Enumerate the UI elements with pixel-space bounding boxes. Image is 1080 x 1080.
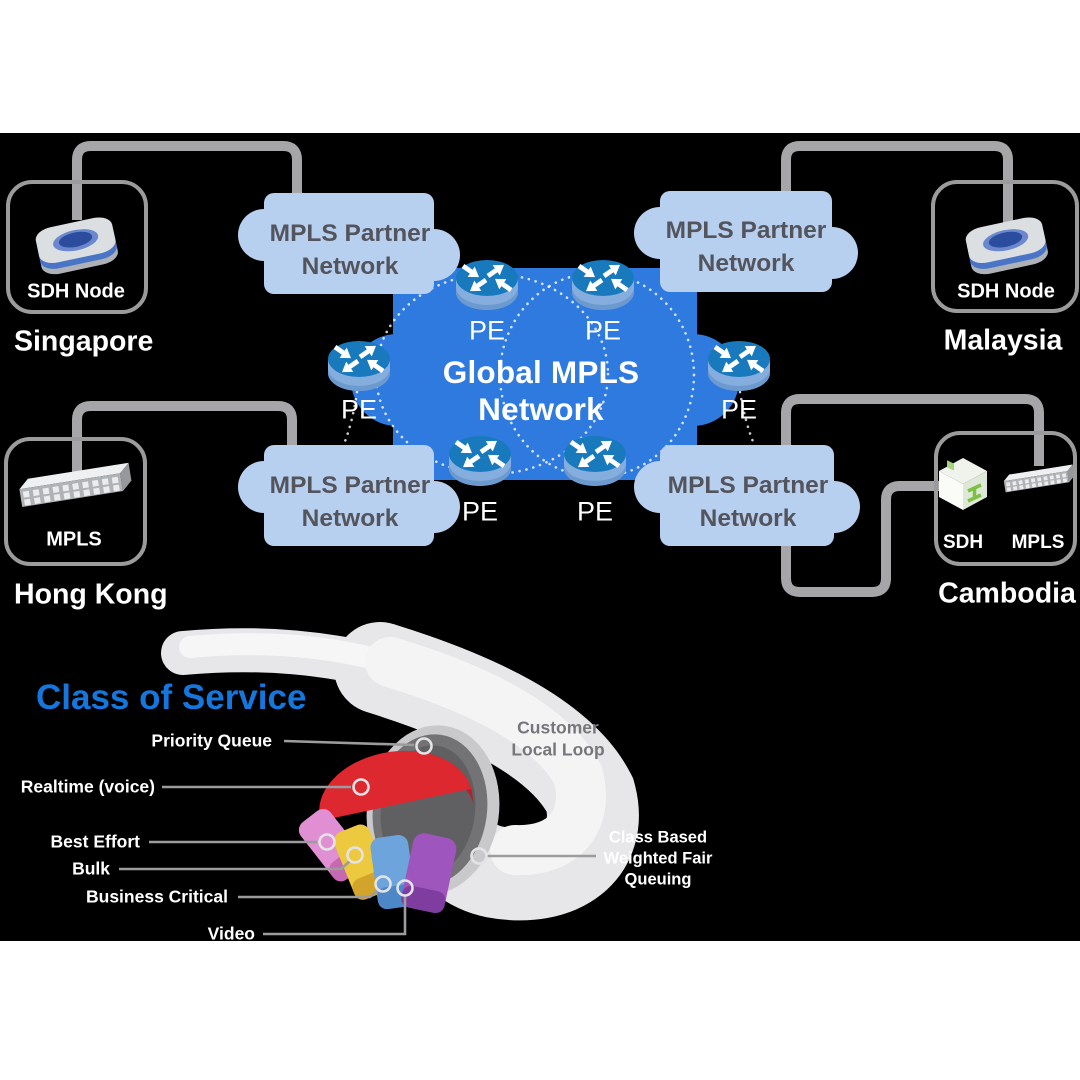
leader-lines xyxy=(119,739,596,936)
cable-cross-section xyxy=(298,725,500,914)
pe-label-bottom-left: PE xyxy=(461,496,499,527)
leader-dots xyxy=(318,737,488,897)
pe-router-icon-left xyxy=(328,341,390,391)
core-title: Global MPLS Network xyxy=(442,354,640,427)
partner-cloud-bottomright xyxy=(634,445,860,546)
partner-cloud-bottomleft xyxy=(238,445,460,546)
cos-label-priority-queue: Priority Queue xyxy=(151,730,272,751)
device-label-singapore: SDH Node xyxy=(27,280,125,303)
site-name-malaysia: Malaysia xyxy=(943,324,1063,357)
pe-label-bottom-right: PE xyxy=(576,496,614,527)
partner-label-bottomright: MPLS Partner Network xyxy=(667,472,829,532)
device-label-cambodia-sdh: SDH xyxy=(942,532,984,553)
site-box-hongkong xyxy=(4,437,147,566)
site-box-singapore xyxy=(6,180,148,314)
partner-label-bottomleft: MPLS Partner Network xyxy=(269,472,431,532)
partner-cloud-topright xyxy=(634,191,858,292)
cos-label-video: Video xyxy=(207,923,255,944)
device-label-cambodia-mpls: MPLS xyxy=(1011,532,1065,553)
connector-cambodia-sdh xyxy=(781,481,942,597)
site-box-cambodia xyxy=(934,431,1077,566)
partner-label-topleft: MPLS Partner Network xyxy=(269,220,431,280)
device-label-malaysia: SDH Node xyxy=(957,280,1055,303)
site-name-hongkong: Hong Kong xyxy=(14,578,168,611)
cos-label-best-effort: Best Effort xyxy=(50,831,140,852)
connector-singapore xyxy=(72,141,302,220)
cos-label-bulk: Bulk xyxy=(72,858,110,879)
pe-router-icon-bottom-left xyxy=(449,436,511,486)
site-name-cambodia: Cambodia xyxy=(938,577,1076,610)
realtime-segment xyxy=(319,750,474,837)
pe-label-left: PE xyxy=(340,394,378,425)
connector-malaysia xyxy=(781,141,1013,230)
pe-label-top-left: PE xyxy=(468,315,506,346)
partner-cloud-topleft xyxy=(238,193,460,294)
site-name-singapore: Singapore xyxy=(14,325,154,358)
connector-cambodia-mpls xyxy=(781,394,1044,466)
site-box-malaysia xyxy=(931,180,1079,313)
pe-router-icon-top-right xyxy=(572,260,634,310)
dark-background-panel xyxy=(0,133,1080,941)
pe-router-icon-bottom-right xyxy=(564,436,626,486)
pe-router-icon-right xyxy=(708,341,770,391)
cos-section-title: Class of Service xyxy=(36,678,307,717)
weighted-fair-queuing-label: Class Based Weighted Fair Queuing xyxy=(603,828,713,889)
pe-label-right: PE xyxy=(720,394,758,425)
connector-hongkong xyxy=(72,401,297,472)
pe-label-top-right: PE xyxy=(584,315,622,346)
pe-router-icon-top-left xyxy=(456,260,518,310)
customer-local-loop-label: Customer Local Loop xyxy=(511,717,605,760)
cos-label-realtime: Realtime (voice) xyxy=(20,776,155,797)
cos-label-business-critical: Business Critical xyxy=(86,886,228,907)
device-label-hongkong: MPLS xyxy=(46,528,102,551)
partner-label-topright: MPLS Partner Network xyxy=(665,217,827,277)
